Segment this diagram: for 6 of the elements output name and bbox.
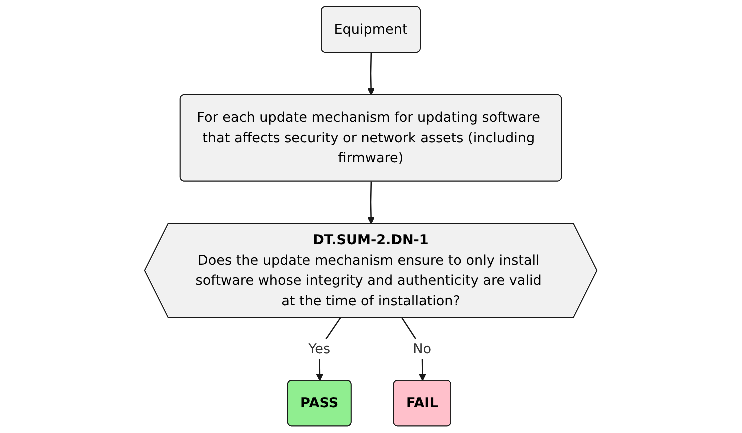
arrow <box>316 318 342 382</box>
arrow <box>368 52 376 96</box>
edge-label: No <box>413 340 432 357</box>
arrow <box>368 182 376 224</box>
edge-label: Yes <box>308 340 331 357</box>
arrow <box>402 318 426 382</box>
